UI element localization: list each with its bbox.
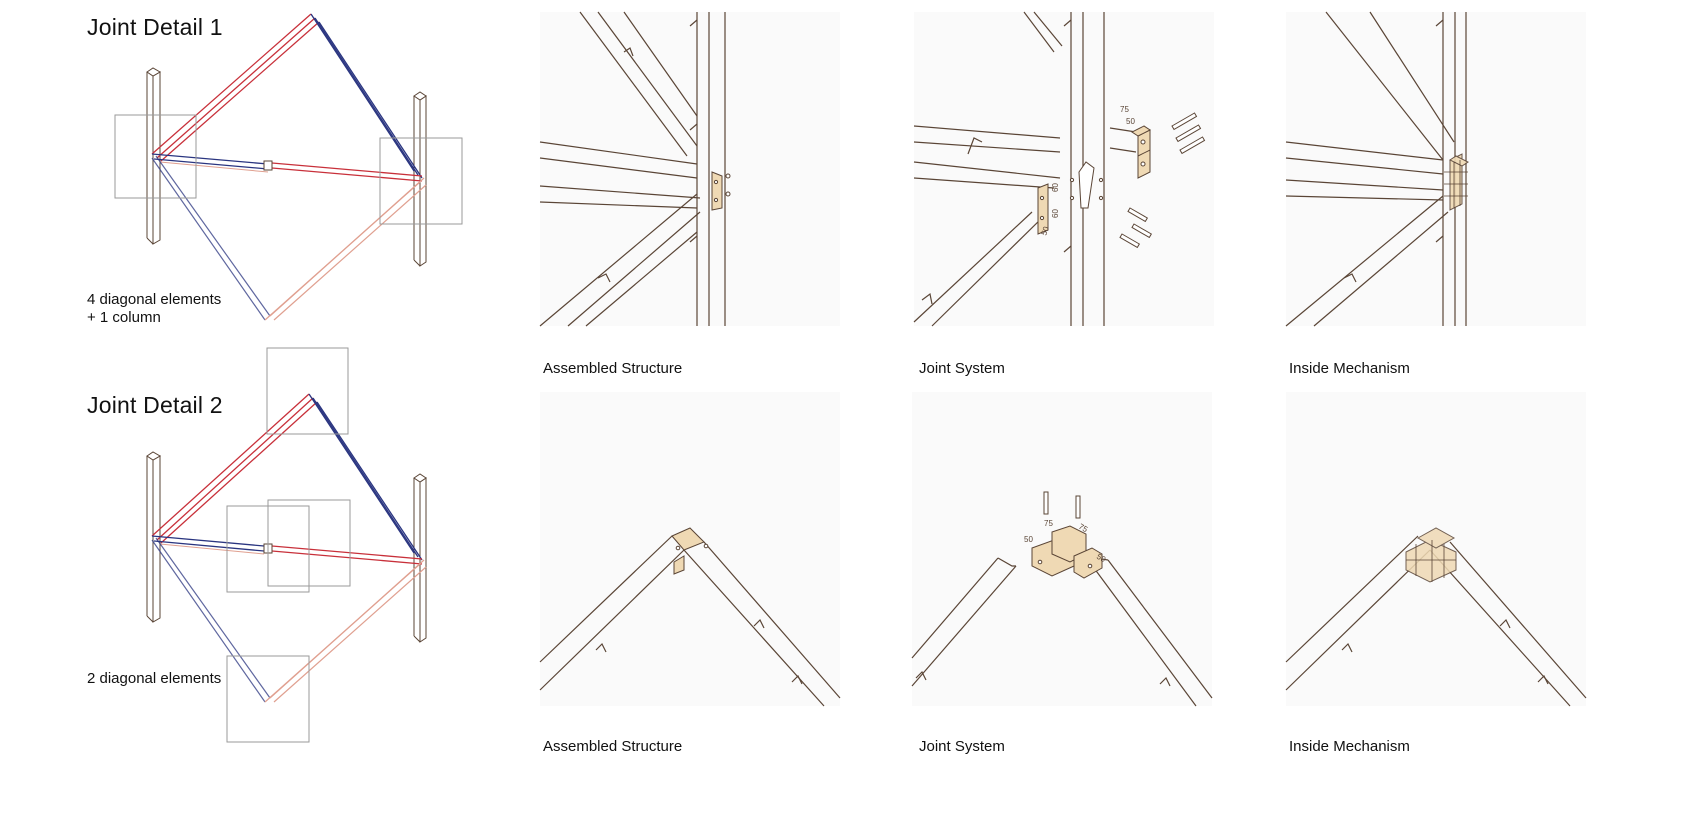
- joint-1-inside-mechanism-drawing: [1285, 11, 1586, 327]
- callout-box-left: [114, 114, 197, 199]
- steel-plate-connector: [711, 171, 723, 211]
- blue-diagonal-top-right: [308, 393, 423, 561]
- joint-detail-1-note: 4 diagonal elements + 1 column: [87, 291, 221, 327]
- dimension-label: 60: [1051, 183, 1060, 192]
- joint-2-joint-system-drawing: 75 75 50 50: [911, 392, 1213, 707]
- blue-horizontal-member: [151, 153, 269, 170]
- dimension-label: 50: [1126, 117, 1135, 126]
- caption-inside-mechanism: Inside Mechanism: [1289, 360, 1410, 377]
- salmon-diagonal-bottom-right: [264, 559, 427, 703]
- right-column: [413, 91, 427, 267]
- red-diagonal-top-left: [151, 393, 318, 544]
- callout-box-bottom: [226, 655, 310, 743]
- joint-1-joint-system-drawing: 75 50 60 60 50: [913, 11, 1214, 327]
- joint-2-assembled-structure-drawing: [539, 392, 841, 707]
- dimension-label: 75: [1120, 105, 1129, 114]
- caption-joint-system: Joint System: [919, 738, 1005, 755]
- steel-pins-group: [1119, 112, 1206, 249]
- salmon-diagonal-bottom-right: [264, 177, 427, 321]
- callout-box-right: [379, 137, 463, 225]
- red-diagonal-top-left: [151, 13, 320, 162]
- left-column: [146, 67, 162, 245]
- blue-diagonal-top-right: [310, 13, 423, 179]
- callout-box-top: [266, 347, 349, 435]
- joint-1-assembled-structure-drawing: [539, 11, 840, 327]
- dimension-label: 50: [1024, 535, 1033, 544]
- joint-2-inside-mechanism-drawing: [1285, 392, 1587, 707]
- note-line-2: + 1 column: [87, 309, 161, 326]
- joint-detail-1-overview-diagram: [114, 13, 463, 321]
- dimension-label: 75: [1044, 519, 1053, 528]
- dimension-label: 50: [1039, 225, 1051, 237]
- red-horizontal-member: [271, 162, 423, 182]
- caption-assembled-structure: Assembled Structure: [543, 360, 683, 377]
- joint-detail-2-overview-diagram: [146, 347, 427, 743]
- joint-detail-2-note: 2 diagonal elements: [87, 670, 221, 688]
- note-line-1: 2 diagonal elements: [87, 670, 222, 687]
- joint-detail-2-title: Joint Detail 2: [87, 392, 223, 418]
- wood-joint-block-parts: [1031, 525, 1103, 579]
- red-horizontal-member: [271, 545, 423, 565]
- right-column: [413, 473, 427, 643]
- caption-joint-system: Joint System: [919, 360, 1005, 377]
- blue-horizontal-member: [151, 535, 265, 552]
- wood-joint-cap: [671, 527, 705, 575]
- blue-diagonal-bottom-left: [151, 537, 271, 703]
- blue-diagonal-bottom-left: [151, 155, 271, 321]
- callout-box-center-right: [267, 499, 351, 587]
- caption-assembled-structure: Assembled Structure: [543, 738, 683, 755]
- internal-connector-block: [1405, 527, 1457, 583]
- joint-detail-1-title: Joint Detail 1: [87, 14, 223, 40]
- note-line-1: 4 diagonal elements: [87, 291, 222, 308]
- dimension-label: 60: [1051, 209, 1060, 218]
- caption-inside-mechanism: Inside Mechanism: [1289, 738, 1410, 755]
